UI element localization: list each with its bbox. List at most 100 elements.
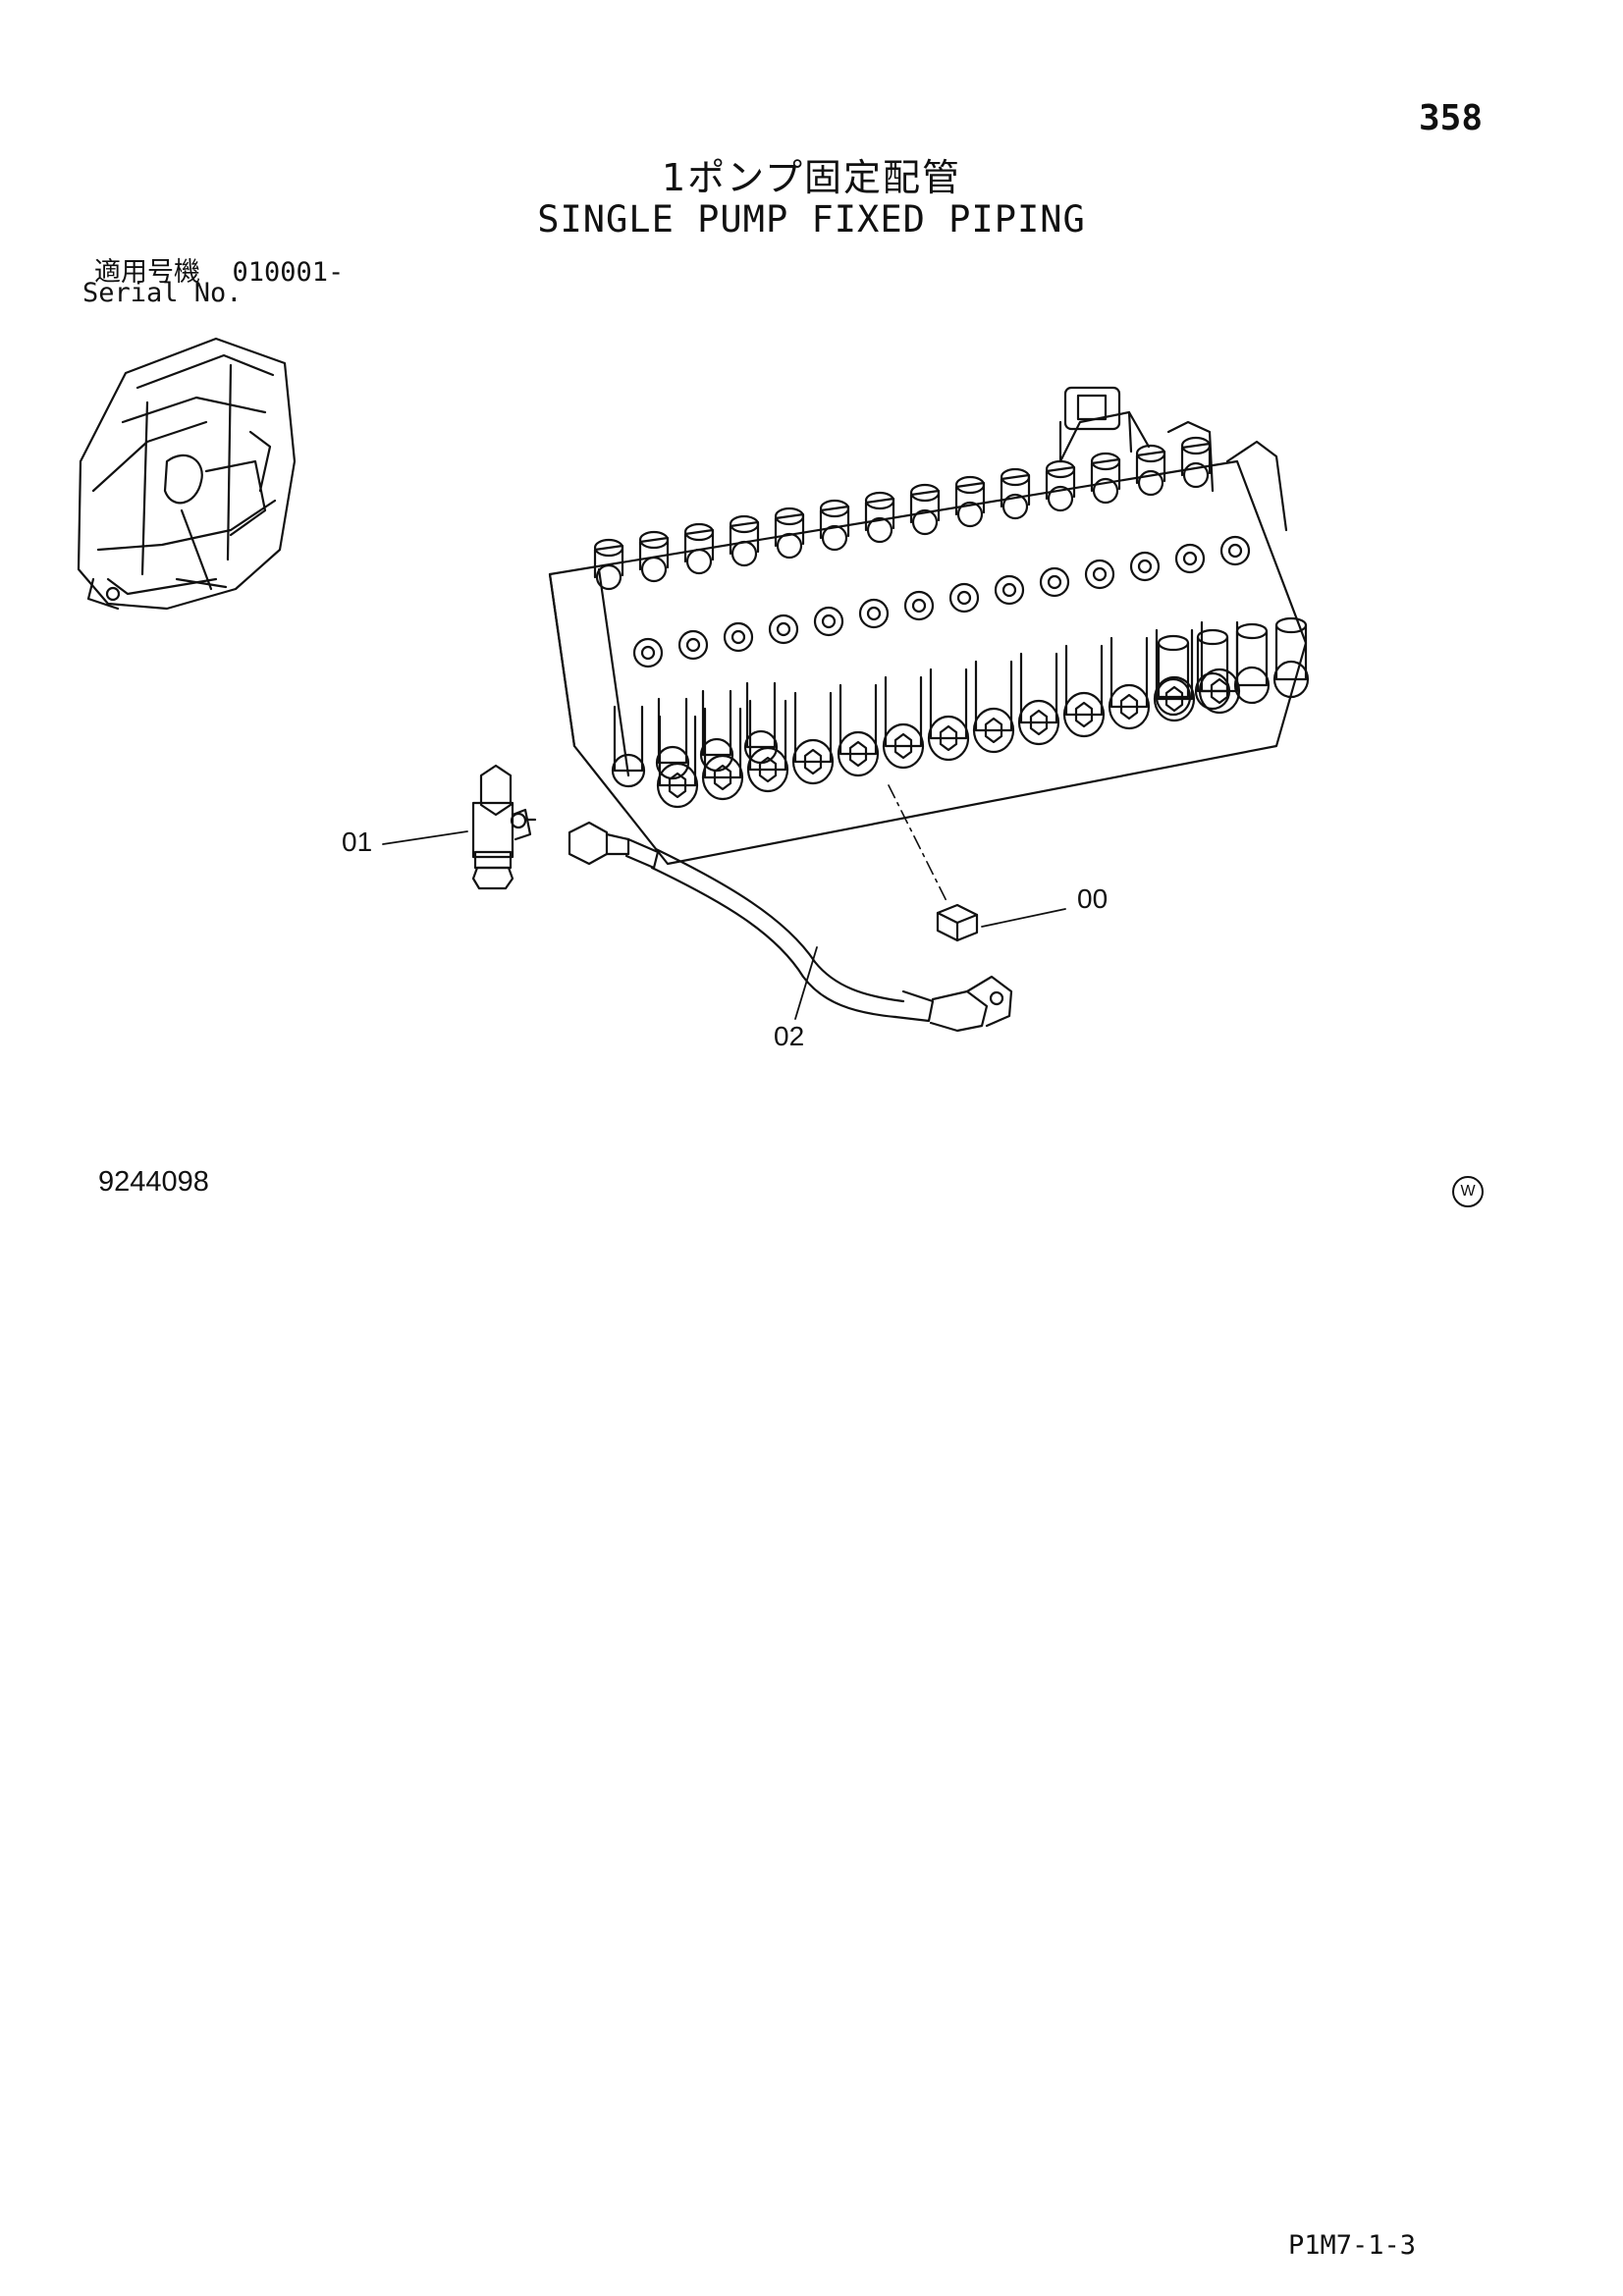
valve-detail (640, 556, 668, 583)
leader-00 (981, 908, 1066, 928)
valve-detail (685, 548, 713, 575)
valve-detail (1108, 683, 1151, 730)
valve-detail (713, 764, 732, 791)
valve-detail (1157, 641, 1190, 699)
valve-detail (703, 707, 742, 779)
valve-detail (593, 538, 624, 558)
valve-detail (1194, 671, 1231, 711)
serial-label-jp: 適用号機 (94, 257, 200, 288)
valve-detail (1001, 582, 1017, 598)
valve-detail (848, 740, 868, 768)
valve-detail (954, 481, 986, 516)
valve-detail (1119, 693, 1139, 721)
valve-detail (866, 606, 882, 621)
valve-detail (701, 689, 732, 757)
valve-spools (593, 436, 1310, 809)
valve-detail (1182, 461, 1210, 489)
w-mark-icon: W (1452, 1176, 1484, 1207)
valve-detail (866, 516, 893, 544)
valve-detail (837, 730, 880, 777)
valve-detail (1196, 635, 1229, 693)
valve-detail (1174, 543, 1206, 574)
valve-detail (893, 732, 913, 760)
machine-thumbnail (77, 337, 297, 611)
valve-detail (882, 722, 925, 770)
valve-detail (954, 475, 986, 495)
part-00-plug (936, 903, 979, 942)
valve-detail (956, 590, 972, 606)
valve-detail (729, 520, 760, 556)
valve-detail (1017, 699, 1060, 746)
valve-detail (730, 629, 746, 645)
valve-detail (1182, 551, 1198, 566)
valve-detail (1137, 559, 1153, 574)
valve-detail (1039, 566, 1070, 598)
valve-detail (655, 745, 690, 780)
valve-detail (683, 528, 715, 563)
valve-detail (1000, 473, 1031, 508)
valve-detail (683, 522, 715, 542)
valve-detail (1227, 543, 1243, 559)
valve-detail (884, 675, 923, 748)
valve-detail (1129, 551, 1161, 582)
valve-detail (1180, 436, 1212, 455)
valve-detail (1157, 634, 1190, 652)
part-02-hose (568, 821, 1013, 1033)
valve-detail (776, 621, 791, 637)
valve-detail (974, 660, 1013, 732)
valve-detail (927, 715, 970, 762)
valve-detail (611, 753, 646, 788)
serial-value: 010001- (232, 257, 345, 288)
part-01-fitting (471, 764, 537, 890)
valve-detail (658, 715, 697, 787)
valve-detail (948, 582, 980, 614)
callout-01: 01 (342, 827, 373, 857)
valve-detail (723, 621, 754, 653)
valve-detail (972, 707, 1015, 754)
valve-detail (1196, 628, 1229, 646)
valve-detail (743, 729, 779, 765)
valve-detail (758, 756, 778, 783)
callout-00: 00 (1077, 883, 1109, 914)
valve-detail (640, 645, 656, 661)
valve-detail (768, 614, 799, 645)
valve-detail (1155, 677, 1192, 717)
valve-detail (903, 590, 935, 621)
valve-detail (994, 574, 1025, 606)
valve-detail (729, 514, 760, 534)
valve-detail (1137, 469, 1164, 497)
valve-detail (1029, 709, 1049, 736)
valve-detail (858, 598, 890, 629)
page-number: 358 (1419, 98, 1484, 138)
valve-detail (1084, 559, 1115, 590)
valve-detail (1000, 467, 1031, 487)
valve-detail (1200, 620, 1239, 693)
valve-detail (774, 507, 805, 526)
leader-02 (794, 946, 818, 1020)
valve-detail (699, 737, 734, 773)
valve-detail (1233, 666, 1271, 705)
valve-detail (839, 683, 878, 756)
valve-detail (1045, 465, 1076, 501)
page-reference: P1M7-1-3 (1288, 2230, 1417, 2261)
valve-detail (819, 499, 850, 518)
valve-detail (911, 598, 927, 614)
alignment-line (888, 784, 948, 904)
valve-detail (821, 614, 837, 629)
valve-detail (730, 540, 758, 567)
valve-detail (821, 524, 848, 552)
valve-detail (1090, 457, 1121, 493)
valve-detail (909, 483, 941, 503)
valve-detail (1045, 459, 1076, 479)
valve-detail (864, 497, 895, 532)
valve-detail (1235, 622, 1269, 640)
valve-detail (793, 691, 833, 764)
valve-detail (984, 717, 1003, 744)
valve-detail (864, 491, 895, 510)
valve-detail (1047, 485, 1074, 512)
valve-detail (685, 637, 701, 653)
valve-detail (1109, 636, 1149, 709)
valve-detail (638, 536, 670, 571)
valve-detail (1274, 623, 1308, 681)
